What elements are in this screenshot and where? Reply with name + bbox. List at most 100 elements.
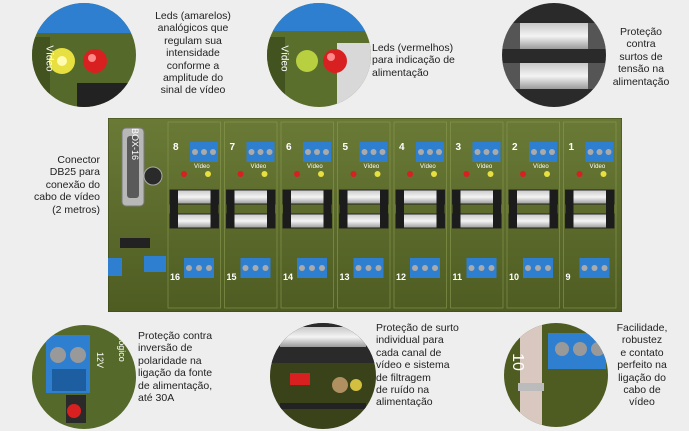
channel-video-badge: Vídeo — [533, 164, 549, 170]
caption-line: (2 metros) — [52, 203, 100, 216]
video-cable — [520, 323, 542, 427]
red-led — [181, 171, 187, 177]
red-led — [350, 171, 357, 177]
caption-line: Proteção — [619, 26, 663, 38]
photo-polarity: 12V lógico — [32, 325, 136, 429]
yellow-led — [600, 171, 607, 177]
caption-line: ligação do — [618, 371, 666, 384]
board-label: BOX-16 — [130, 128, 140, 161]
channel-video-badge: Vídeo — [589, 164, 606, 170]
caption-line: alimentação — [376, 396, 433, 409]
caption-line: Leds (amarelos) — [155, 10, 231, 22]
channel-label-bottom: 10 — [509, 272, 520, 282]
caption-line: vídeo — [629, 396, 655, 409]
channel-label-top: 8 — [173, 142, 179, 153]
caption-line: alimentação — [372, 66, 429, 79]
caption-line: para indicação de — [372, 54, 455, 67]
red-led — [407, 171, 413, 177]
caption-line: cabo de vídeo — [34, 191, 100, 204]
photo-fuses — [502, 3, 606, 107]
yellow-led — [487, 171, 494, 177]
red-led — [83, 49, 107, 73]
yellow-led — [205, 171, 211, 177]
caption-line: conforme a — [166, 59, 220, 72]
caption-line: até 30A — [138, 392, 175, 405]
channel-label-top: 3 — [455, 142, 462, 153]
caption-line: Facilidade, — [616, 322, 668, 334]
caption-line: de filtragem — [376, 371, 431, 384]
channel-video-badge: Vídeo — [250, 164, 267, 170]
red-led — [294, 171, 300, 177]
channel-label-top: 4 — [399, 142, 405, 153]
red-led — [576, 171, 583, 177]
channel-label-bottom: 9 — [565, 272, 571, 282]
caption-line: ligação da fonte — [138, 367, 213, 380]
channel-label-top: 2 — [512, 142, 518, 153]
red-led — [520, 171, 526, 177]
caption-line: Proteção contra — [138, 330, 213, 342]
channel-label-bottom: 16 — [170, 272, 181, 282]
channel-label-top: 7 — [229, 142, 236, 153]
caption-line: robustez — [621, 334, 663, 347]
channel-label-bottom: 15 — [226, 272, 237, 282]
caption-line: DB25 para — [49, 166, 100, 179]
channel-label-top: 1 — [568, 142, 575, 153]
caption-line: analógicos que — [157, 22, 229, 35]
caption-line: intensidade — [166, 47, 220, 60]
terminal-voltage-label: 12V — [95, 351, 106, 369]
green-led — [296, 50, 318, 72]
fuse-shape — [280, 327, 366, 347]
yellow-led — [431, 171, 437, 177]
caption-line: Proteção de surto — [376, 322, 459, 334]
caption-line: e contato — [620, 346, 664, 359]
caption-line: sinal de vídeo — [160, 84, 226, 97]
caption-line: cada canal de — [376, 346, 442, 359]
caption-line: contra — [626, 38, 656, 51]
caption-line: de alimentação, — [138, 379, 213, 392]
red-led — [237, 171, 244, 177]
caption-line: cabo de — [623, 384, 661, 397]
channel-label-bottom: 13 — [339, 272, 350, 282]
photo-leds-yellow: Vídeo — [32, 3, 136, 107]
channel-label-bottom: 11 — [452, 272, 463, 282]
red-led — [323, 49, 347, 73]
caption-line: polaridade na — [138, 354, 202, 367]
yellow-led — [318, 171, 324, 177]
yellow-led — [261, 171, 268, 177]
channel-video-badge: Vídeo — [307, 164, 323, 170]
channel-video-badge: Vídeo — [420, 164, 436, 170]
photo-surge-channel — [270, 323, 376, 429]
caption-line: regulam sua — [164, 34, 222, 47]
yellow-led — [374, 171, 381, 177]
channel-video-badge: Vídeo — [194, 164, 210, 170]
photo-cable: 10 — [504, 323, 608, 427]
caption-line: amplitude do — [162, 72, 224, 85]
caption-line: perfeito na — [617, 359, 667, 372]
caption-line: individual para — [376, 334, 444, 347]
diode-shape — [120, 238, 150, 248]
photo-leds-red: Vídeo — [267, 3, 371, 107]
caption-line: Leds (vermelhos) — [372, 42, 454, 54]
yellow-led — [544, 171, 550, 177]
caption-line: inversão de — [138, 342, 193, 355]
channel-label-top: 6 — [286, 142, 292, 153]
caption-line: conexão do — [45, 178, 100, 191]
caption-line: Conector — [57, 154, 100, 166]
caption-line: surtos de — [619, 50, 663, 63]
channel-video-badge: Vídeo — [363, 164, 380, 170]
caption-line: alimentação — [612, 75, 670, 88]
caption-line: tensão na — [617, 63, 665, 76]
terminal-side-label: lógico — [116, 338, 127, 362]
channel-label-top: 5 — [342, 142, 349, 153]
video-label: Vídeo — [278, 45, 290, 72]
channel-label-bottom: 14 — [283, 272, 294, 282]
caption-line: de ruído na — [376, 384, 430, 397]
